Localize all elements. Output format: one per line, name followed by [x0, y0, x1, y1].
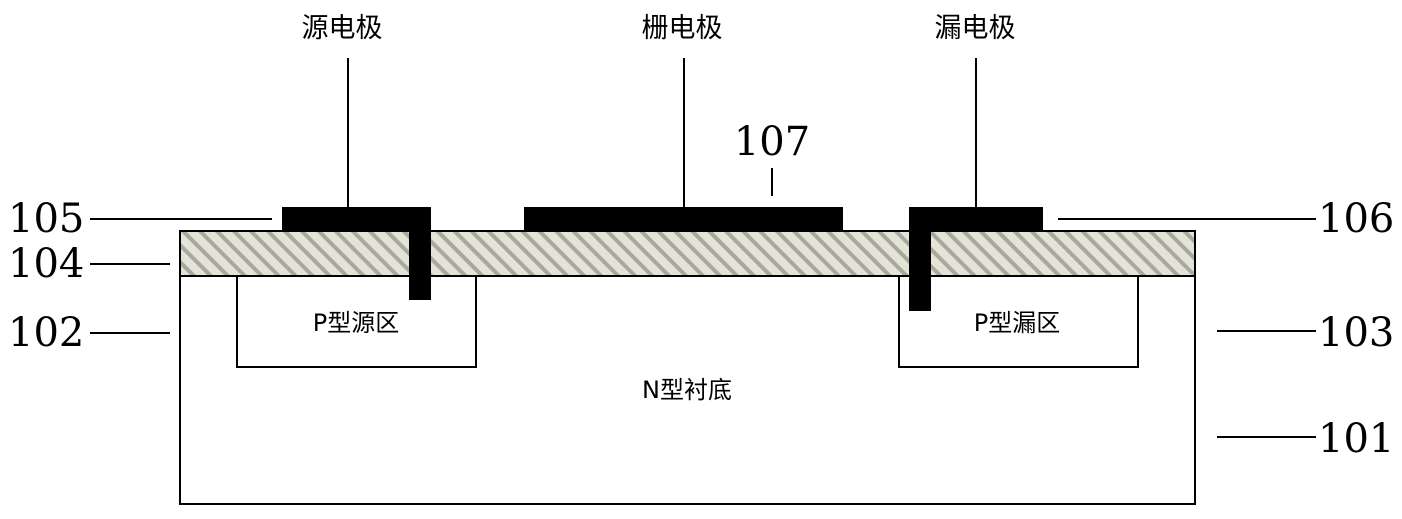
- drain-electrode: [909, 207, 1043, 231]
- p-drain-region: [898, 275, 1139, 368]
- p-source-region-label: P型源区: [313, 309, 399, 337]
- ref-102: 102: [8, 310, 84, 356]
- source-contact: [409, 207, 431, 300]
- ref-105: 105: [8, 196, 84, 242]
- drain-electrode-label: 漏电极: [935, 13, 1016, 44]
- oxide-layer: [179, 230, 1196, 277]
- ref-107: 107: [734, 119, 810, 165]
- ref-101: 101: [1318, 416, 1394, 462]
- drain-contact: [909, 207, 931, 311]
- ref-106: 106: [1318, 196, 1394, 242]
- source-electrode-label: 源电极: [302, 13, 383, 44]
- p-source-region: [236, 275, 477, 368]
- ref-104: 104: [8, 241, 84, 287]
- n-substrate-label: N型衬底: [642, 376, 732, 404]
- gate-electrode: [524, 207, 843, 231]
- gate-electrode-label: 栅电极: [642, 13, 723, 44]
- ref-103: 103: [1318, 310, 1394, 356]
- p-drain-region-label: P型漏区: [974, 309, 1060, 337]
- source-electrode: [282, 207, 431, 231]
